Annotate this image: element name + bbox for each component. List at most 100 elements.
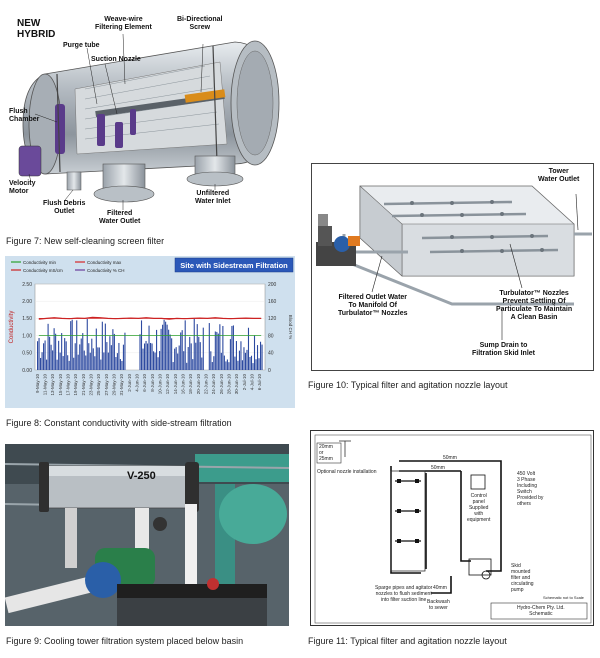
ch-bar <box>234 356 236 370</box>
schematic-illustration <box>314 434 592 624</box>
self-cleaning-filter-illustration <box>18 33 280 210</box>
ch-bar <box>244 352 247 370</box>
ch-bar <box>44 340 46 370</box>
x-tick-label: 20-Jun-10 <box>196 374 201 395</box>
ch-bar <box>231 325 233 370</box>
label-power-6: others <box>517 501 531 507</box>
label-dim-25: 25mm <box>319 456 333 462</box>
ch-bar <box>177 353 179 370</box>
x-tick-label: 24-Jun-10 <box>211 374 216 395</box>
label-backwash-2: to sewer <box>428 605 448 611</box>
label-new-hybrid: NEW HYBRID <box>17 18 55 40</box>
ch-bar <box>110 345 112 370</box>
ch-bar <box>166 324 168 370</box>
label-filtered-outlet-water: Filtered Outlet Water To Manifold Of Tur… <box>338 294 407 318</box>
x-tick-label: 17-May-10 <box>66 374 71 396</box>
y-tick-label: 0.50 <box>22 351 32 357</box>
ch-bar <box>146 343 149 370</box>
label-flush-chamber-2: Chamber <box>9 116 40 123</box>
ch-bar <box>201 357 203 370</box>
x-tick-label: 8-Jun-10 <box>150 374 155 392</box>
ch-bar <box>67 355 69 370</box>
ch-bar <box>210 351 212 370</box>
ch-bar <box>91 338 93 370</box>
x-tick-label: 23-May-10 <box>89 374 94 396</box>
x-tick-label: 18-Jun-10 <box>188 374 193 395</box>
v250-tag: V-250 <box>127 470 156 482</box>
label-power-supply: 450 Volt 3 Phase Including Switch Provid… <box>517 471 543 507</box>
label-filtered-outlet-water-1: Filtered Outlet Water <box>338 294 408 301</box>
label-dim-or: or <box>319 450 324 456</box>
ch-bar <box>196 324 198 370</box>
y2-axis-label: Blood CH % <box>288 315 293 340</box>
cooling-tower-photo-illustration <box>5 444 289 626</box>
x-tick-label: 30-Jun-10 <box>234 374 239 395</box>
ch-bar <box>252 363 254 370</box>
label-weave-wire-1: Weave-wire <box>104 16 143 23</box>
ch-bar <box>94 356 96 370</box>
label-unfiltered-inlet-2: Water Inlet <box>195 198 231 205</box>
label-unfiltered-inlet-1: Unfiltered <box>196 190 230 197</box>
ch-bar <box>235 341 237 370</box>
ch-bar <box>199 342 201 370</box>
ch-bar <box>259 341 262 370</box>
ch-bar <box>118 342 120 370</box>
y-tick-label: 0.00 <box>22 368 32 374</box>
label-turbulator-3: Particulate To Maintain <box>496 306 573 313</box>
label-weave-wire-2: Filtering Element <box>95 24 152 31</box>
ch-bar <box>163 319 165 370</box>
label-turbulator-2: Prevent Settling Of <box>502 298 566 305</box>
label-bidirectional-2: Screw <box>189 24 211 31</box>
figure-11-caption: Figure 11: Typical filter and agitation … <box>308 636 507 646</box>
label-control-2: panel <box>472 499 485 505</box>
ch-bar <box>70 321 72 370</box>
figure-11-panel: 20mm or 25mm Optional nozzle installatio… <box>310 430 594 626</box>
chart-banner <box>174 257 294 273</box>
ch-bar <box>157 357 159 370</box>
label-sparge-2: nozzles to flush sediment <box>375 591 432 597</box>
ch-bar <box>103 352 105 370</box>
x-tick-label: 31-May-10 <box>119 374 124 396</box>
ch-bar <box>184 320 186 370</box>
legend-entry: Conductivity mS/cm <box>23 268 63 273</box>
ch-bar <box>223 355 225 370</box>
ch-bar <box>100 359 102 370</box>
ch-bar <box>74 343 76 370</box>
label-unfiltered-water-inlet: Unfiltered Water Inlet <box>195 190 231 206</box>
x-tick-label: 14-Jun-10 <box>173 374 178 395</box>
ch-bar <box>175 347 177 370</box>
ch-bar <box>256 345 259 370</box>
ch-bar <box>143 343 146 370</box>
x-tick-label: 27-May-10 <box>104 374 109 396</box>
ch-bar <box>208 323 210 370</box>
label-suction-nozzle: Suction Nozzle <box>91 56 141 63</box>
label-skid-2: mounted <box>511 569 531 575</box>
x-tick-label: 2-Jun-10 <box>127 374 132 392</box>
ch-bar <box>112 329 114 370</box>
ch-bar <box>189 336 191 370</box>
label-backwash-1: Backwash <box>427 599 450 605</box>
ch-bar <box>47 323 49 370</box>
x-tick-label: 10-Jun-10 <box>158 374 163 395</box>
legend-entry: Conductivity % CH <box>87 268 125 273</box>
ch-bar <box>106 342 108 370</box>
label-flush-debris: Flush Debris Outlet <box>43 200 85 216</box>
figure-9-caption: Figure 9: Cooling tower filtration syste… <box>6 636 244 646</box>
label-not-to-scale: Schematic not to Scale <box>543 595 584 600</box>
ch-bar <box>43 343 45 370</box>
ch-bar <box>115 357 117 370</box>
label-company-1: Hydro-Chem Pty. Ltd. <box>517 605 565 611</box>
ch-bar <box>124 332 126 370</box>
ch-bar <box>222 325 224 370</box>
ch-bar <box>101 321 103 370</box>
ch-bar <box>59 352 61 370</box>
ch-bar <box>98 347 100 370</box>
label-company: Hydro-Chem Pty. Ltd. Schematic <box>517 605 565 617</box>
ch-bar <box>148 325 150 370</box>
ch-bar <box>140 320 143 370</box>
x-tick-label: 4-Jun-10 <box>135 374 140 392</box>
label-control-5: equipment <box>467 517 491 523</box>
x-tick-label: 13-May-10 <box>50 374 55 396</box>
ch-bar <box>53 328 55 370</box>
